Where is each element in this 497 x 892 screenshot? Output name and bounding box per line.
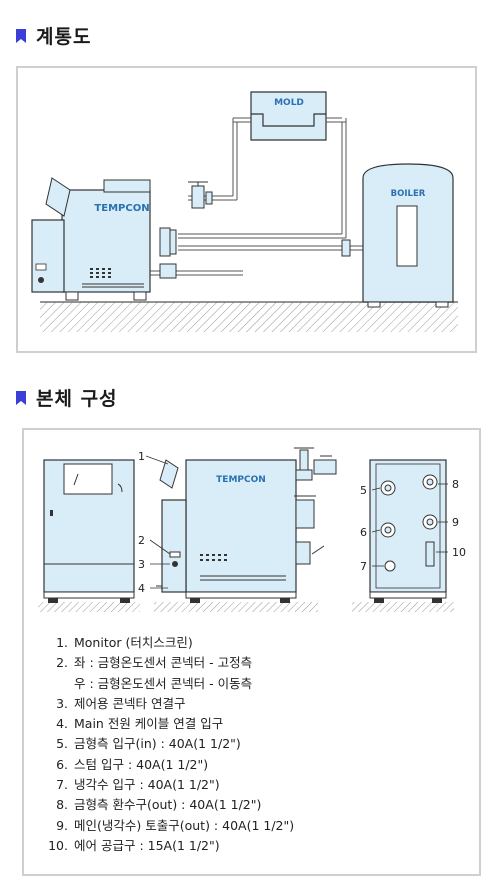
pipes [150, 117, 363, 276]
legend-item: 10.에어 공급구 : 15A(1 1/2") [48, 837, 220, 853]
section-heading-system: 계통도 [16, 22, 91, 49]
mold-label: MOLD [274, 98, 304, 108]
system-diagram-panel: MOLD [16, 66, 477, 353]
callout-1: 1 [138, 450, 145, 463]
side-view: TEMPCON [154, 447, 337, 612]
callout-7: 7 [360, 560, 367, 573]
legend-item: 우 : 금형온도센서 콘넥터 - 이동측 [74, 675, 253, 691]
callout-leaders [145, 455, 448, 589]
section-title: 계통도 [36, 26, 92, 48]
legend-item: 7.냉각수 입구 : 40A(1 1/2") [56, 777, 220, 793]
legend-item: 1.Monitor (터치스크린) [56, 635, 193, 650]
legend-item: 8.금형측 환수구(out) : 40A(1 1/2") [56, 797, 262, 813]
valves [159, 181, 351, 279]
legend-item: 5.금형측 입구(in) : 40A(1 1/2") [56, 736, 241, 752]
components-panel: TEMPCON [22, 428, 481, 876]
front-view [38, 459, 140, 612]
callout-9: 9 [452, 516, 459, 529]
callout-4: 4 [138, 582, 145, 595]
callout-6: 6 [360, 526, 367, 539]
legend-item: 6.스텀 입구 : 40A(1 1/2") [56, 756, 209, 772]
boiler-label: BOILER [391, 189, 426, 199]
machine-brand: TEMPCON [94, 203, 149, 214]
components-diagram: TEMPCON [38, 447, 466, 612]
callout-3: 3 [138, 558, 145, 571]
section-title: 본체 구성 [36, 388, 118, 410]
legend-item: 9.메인(냉각수) 토출구(out) : 40A(1 1/2") [56, 817, 295, 833]
legend-item: 4.Main 전원 케이블 연결 입구 [56, 716, 224, 732]
system-diagram: MOLD [31, 91, 458, 332]
boiler: BOILER [362, 163, 454, 308]
callout-5: 5 [360, 484, 367, 497]
component-legend: 1.Monitor (터치스크린) 2.좌 : 금형온도센서 콘넥터 - 고정측… [44, 633, 294, 856]
floor [40, 302, 458, 332]
legend-item: 2.좌 : 금형온도센서 콘넥터 - 고정측 [56, 655, 253, 671]
mold: MOLD [250, 91, 327, 141]
tempcon-machine: TEMPCON [31, 177, 151, 301]
rear-view [352, 459, 454, 612]
bookmark-icon [16, 390, 26, 405]
section-heading-components: 본체 구성 [16, 384, 118, 411]
callout-2: 2 [138, 534, 145, 547]
machine-brand: TEMPCON [216, 475, 266, 485]
bookmark-icon [16, 28, 26, 43]
callout-8: 8 [452, 478, 459, 491]
callout-10: 10 [452, 546, 466, 559]
legend-item: 3.제어용 콘넥타 연결구 [56, 695, 186, 711]
